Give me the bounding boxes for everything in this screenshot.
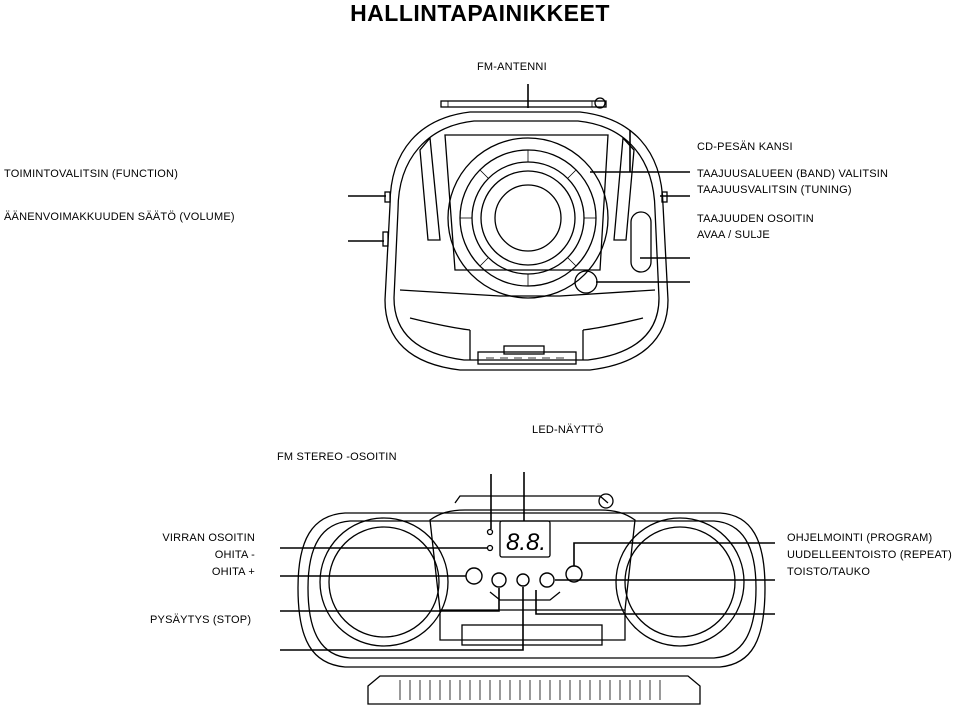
label-repeat: UUDELLEENTOISTO (REPEAT) bbox=[787, 549, 952, 561]
label-open-close: AVAA / SULJE bbox=[697, 229, 770, 241]
label-function: TOIMINTOVALITSIN (FUNCTION) bbox=[4, 168, 179, 180]
play-pause-button bbox=[516, 573, 530, 587]
label-program: OHJELMOINTI (PROGRAM) bbox=[787, 532, 933, 544]
skip-minus-button bbox=[465, 567, 483, 585]
label-stop: PYSÄYTYS (STOP) bbox=[150, 614, 252, 626]
label-band: TAAJUUSALUEEN (BAND) VALITSIN bbox=[697, 168, 889, 180]
label-power-indicator: VIRRAN OSOITIN bbox=[162, 532, 255, 544]
label-skip-minus: OHITA - bbox=[214, 549, 255, 561]
label-cd-lid: CD-PESÄN KANSI bbox=[697, 141, 793, 153]
label-fm-antenna: FM-ANTENNI bbox=[477, 61, 547, 73]
label-volume: ÄÄNENVOIMAKKUUDEN SÄÄTÖ (VOLUME) bbox=[4, 211, 235, 223]
power-led bbox=[486, 544, 494, 552]
label-skip-plus: OHITA + bbox=[211, 566, 255, 578]
label-tuning: TAAJUUSVALITSIN (TUNING) bbox=[697, 184, 852, 196]
fm-stereo-led bbox=[486, 528, 494, 536]
label-fm-stereo: FM STEREO -OSOITIN bbox=[277, 451, 397, 463]
stop-button bbox=[491, 572, 507, 588]
label-frequency-indicator: TAAJUUDEN OSOITIN bbox=[697, 213, 814, 225]
label-play-pause: TOISTO/TAUKO bbox=[787, 566, 871, 578]
led-display-frame bbox=[499, 520, 551, 558]
fm-antenna-rod bbox=[440, 100, 607, 108]
boombox-top-view bbox=[348, 84, 690, 371]
led-display-digits: 8.8. bbox=[506, 529, 546, 556]
page-title: HALLINTAPAINIKKEET bbox=[350, 0, 610, 26]
boombox-front-view: 8.8. bbox=[280, 472, 775, 705]
repeat-button bbox=[539, 572, 555, 588]
label-led-display: LED-NÄYTTÖ bbox=[532, 424, 604, 436]
